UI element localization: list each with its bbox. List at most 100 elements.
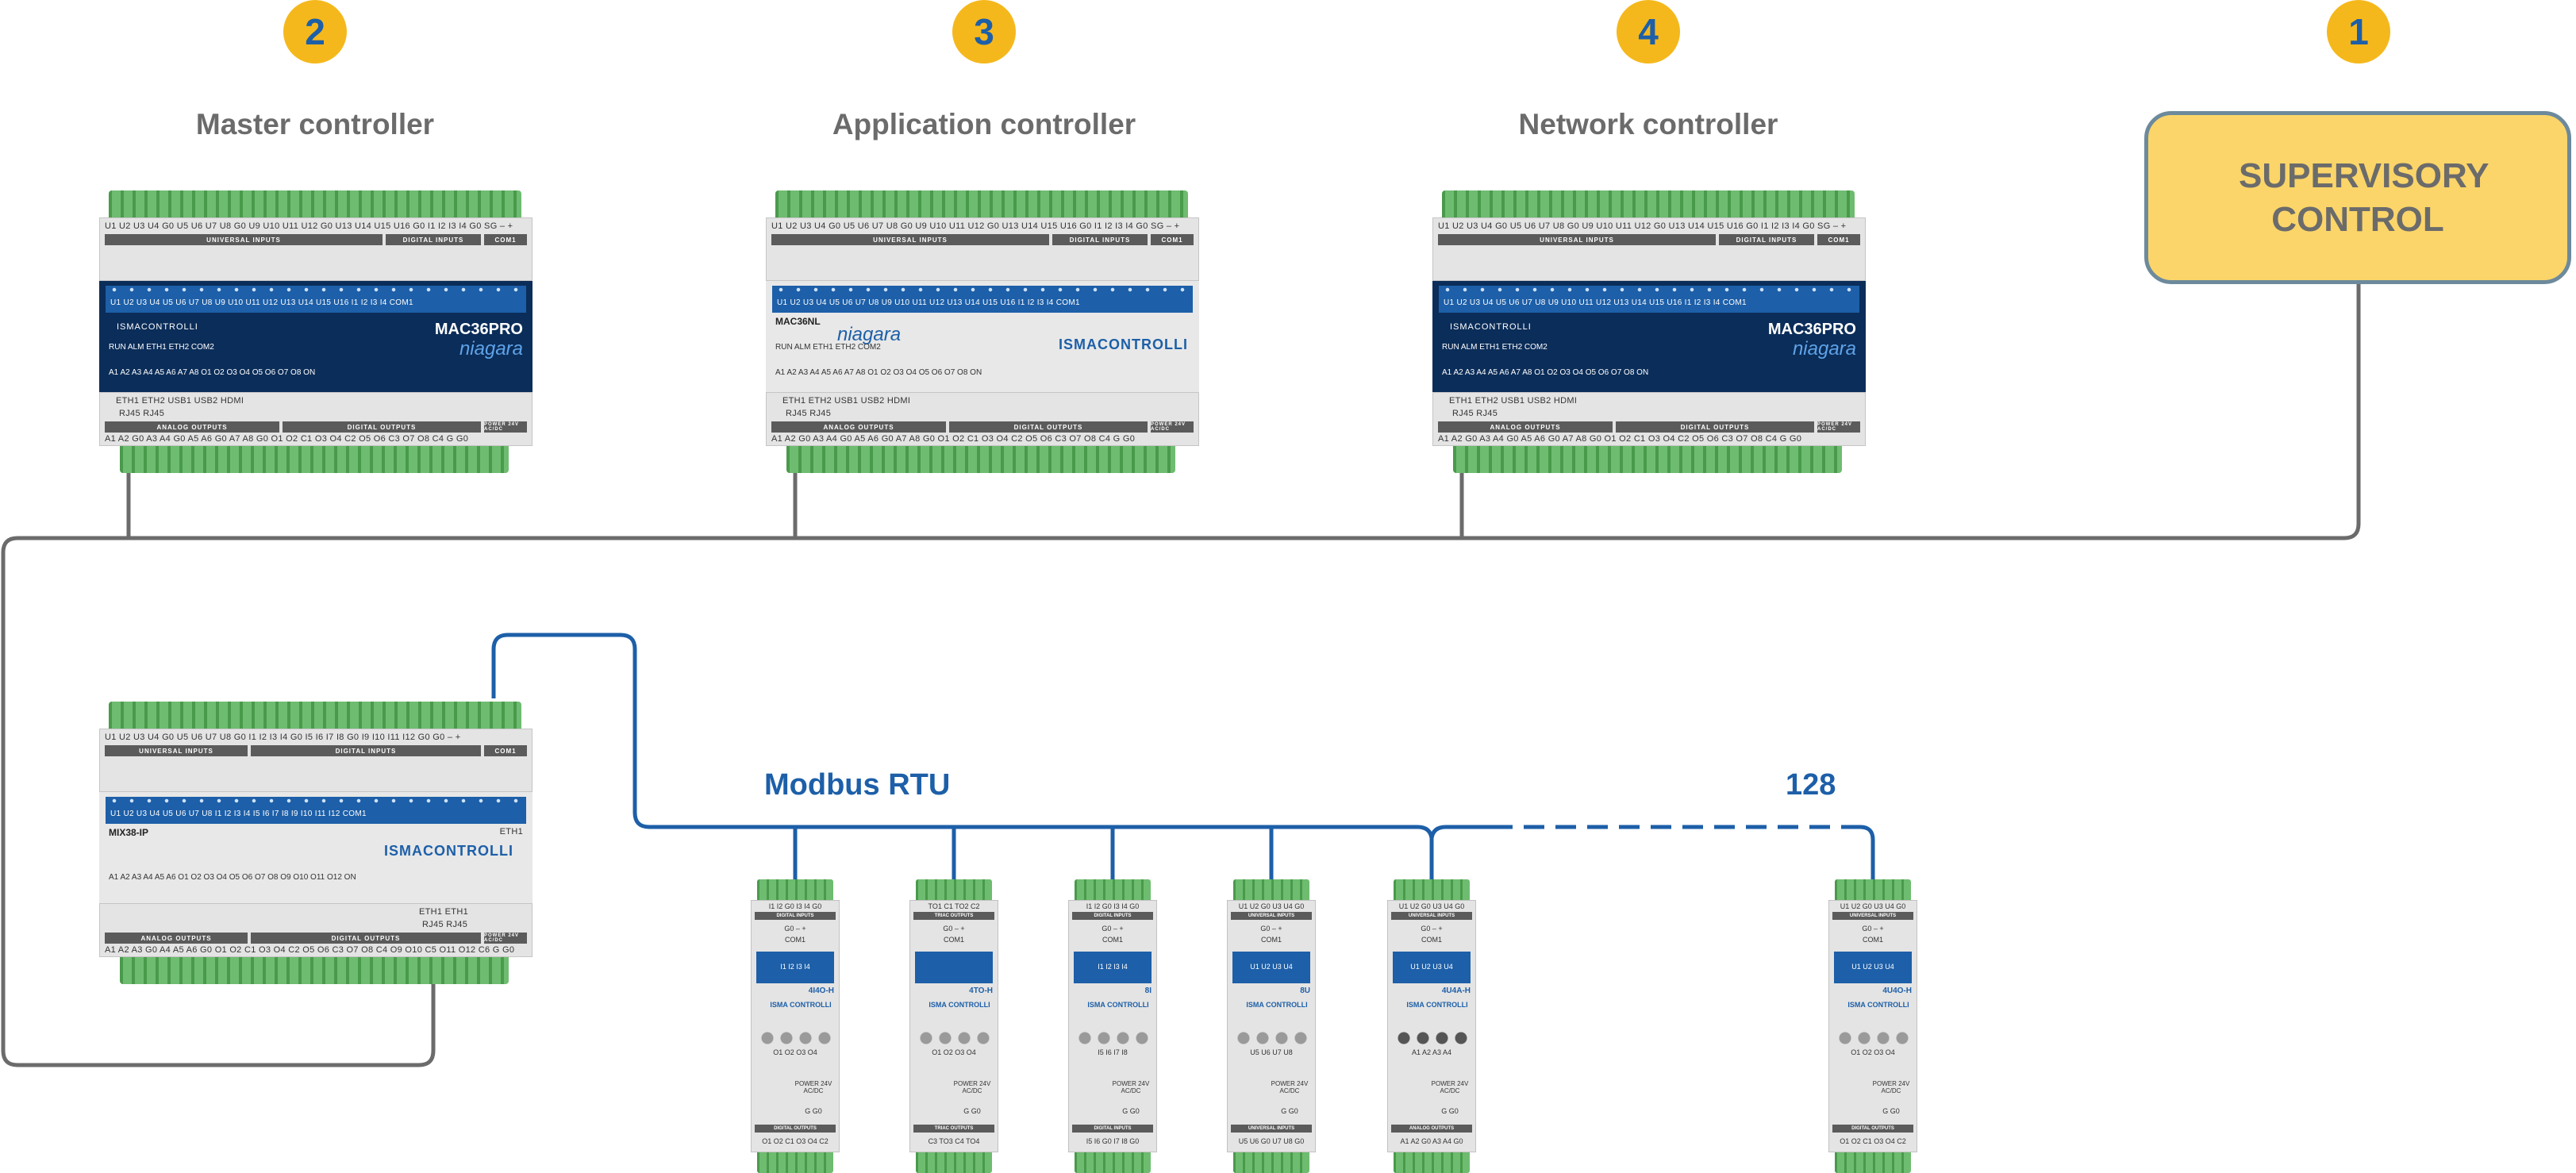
module-4u4a-h[interactable]: U1 U2 G0 U3 U4 G0 UNIVERSAL INPUTS G0 – … <box>1387 879 1476 1173</box>
power-label: POWER 24V AC/DC <box>953 1080 991 1094</box>
front-panel: U1 U2 U3 U4 U5 U6 U7 U8 I1 I2 I3 I4 I5 I… <box>99 792 533 903</box>
bottom-pins: A1 A2 G0 A3 A4 G0 A5 A6 G0 A7 A8 G0 O1 O… <box>771 434 1136 444</box>
top-panel: U1 U2 U3 U4 G0 U5 U6 U7 U8 G0 I1 I2 I3 I… <box>99 729 533 792</box>
com-label: COM1 <box>784 936 805 944</box>
front-panel: U1 U2 U3 U4 U5 U6 U7 U8 U9 U10 U11 U12 U… <box>99 281 533 392</box>
strip-labels: U1 U2 U3 U4 U5 U6 U7 U8 U9 U10 U11 U12 U… <box>110 298 413 307</box>
low-labels: U5 U6 U7 U8 <box>1250 1048 1293 1056</box>
bottom-terminals <box>1233 1152 1309 1173</box>
com-pins: G0 – + <box>1421 925 1443 933</box>
power-pins: G G0 <box>1281 1107 1298 1115</box>
face-labels: I1 I2 I3 I4 <box>780 963 810 971</box>
brand-logo: ISMA CONTROLLI <box>1406 1001 1468 1009</box>
input-led-strip: U1 U2 U3 U4 U5 U6 U7 U8 U9 U10 U11 U12 U… <box>1439 286 1859 313</box>
section-digital-inputs: DIGITAL INPUTS <box>386 234 481 245</box>
module-body: TO1 C1 TO2 C2 TRIAC OUTPUTS G0 – + COM1 … <box>909 900 998 1152</box>
module-4u4o-h[interactable]: U1 U2 G0 U3 U4 G0 UNIVERSAL INPUTS G0 – … <box>1828 879 1917 1173</box>
title-master: Master controller <box>195 108 435 140</box>
brand-logo: ISMA CONTROLLI <box>770 1001 832 1009</box>
master-controller[interactable]: U1 U2 U3 U4 G0 U5 U6 U7 U8 G0 U9 U10 U11… <box>99 187 533 473</box>
com-label: COM1 <box>943 936 964 944</box>
section-power: POWER 24V AC/DC <box>1817 421 1860 433</box>
top-pins: U1 U2 G0 U3 U4 G0 <box>1238 902 1305 910</box>
front-panel: U1 U2 U3 U4 U5 U6 U7 U8 U9 U10 U11 U12 U… <box>766 281 1199 392</box>
section-universal-inputs: UNIVERSAL INPUTS <box>105 234 383 245</box>
bottom-terminals <box>120 446 509 473</box>
module-name: 4TO-H <box>969 986 993 995</box>
low-labels: O1 O2 O3 O4 <box>1851 1048 1895 1056</box>
com-label: COM1 <box>1421 936 1442 944</box>
bottom-pins: A1 A2 A3 G0 A4 A5 A6 G0 O1 O2 C1 O3 O4 C… <box>105 945 515 955</box>
module-4to-h[interactable]: TO1 C1 TO2 C2 TRIAC OUTPUTS G0 – + COM1 … <box>909 879 998 1173</box>
com-pins: G0 – + <box>784 925 806 933</box>
modbus-bus <box>491 633 1875 887</box>
bottom-pins: O1 O2 C1 O3 O4 C2 <box>762 1137 829 1145</box>
top-terminals <box>1075 879 1151 900</box>
potentiometers <box>1394 1031 1469 1045</box>
power-label: POWER 24V AC/DC <box>1872 1080 1910 1094</box>
module-8u[interactable]: U1 U2 G0 U3 U4 G0 UNIVERSAL INPUTS G0 – … <box>1227 879 1316 1173</box>
input-led-strip: U1 U2 U3 U4 U5 U6 U7 U8 U9 U10 U11 U12 U… <box>772 286 1193 313</box>
bottom-terminals <box>1453 446 1842 473</box>
module-name: 4U4O-H <box>1882 986 1912 995</box>
brand-logo: ISMACONTROLLI <box>1059 337 1188 352</box>
modbus-trunk-end <box>1844 825 1875 887</box>
title-network: Network controller <box>1518 108 1778 140</box>
brand-logo: ISMA CONTROLLI <box>1246 1001 1308 1009</box>
bottom-pins: O1 O2 C1 O3 O4 C2 <box>1840 1137 1906 1145</box>
bottom-panel: ETH1 ETH2 USB1 USB2 HDMI RJ45 RJ45 ANALO… <box>99 392 533 446</box>
switches <box>1836 1031 1910 1045</box>
status-labels: RUN ALM ETH1 ETH2 COM2 <box>109 343 214 352</box>
top-terminals <box>775 190 1188 217</box>
bottom-terminals <box>757 1152 833 1173</box>
com-pins: G0 – + <box>1862 925 1884 933</box>
section-analog-outputs: ANALOG OUTPUTS <box>105 421 279 433</box>
input-led-strip: U1 U2 U3 U4 U5 U6 U7 U8 I1 I2 I3 I4 I5 I… <box>106 797 526 824</box>
bottom-pins: A1 A2 G0 A3 A4 G0 A5 A6 G0 A7 A8 G0 O1 O… <box>1438 434 1802 444</box>
application-controller[interactable]: U1 U2 U3 U4 G0 U5 U6 U7 U8 G0 U9 U10 U11… <box>766 187 1199 473</box>
brand-logo: ISMA CONTROLLI <box>929 1001 990 1009</box>
section-com1: COM1 <box>484 234 527 245</box>
top-terminals <box>916 879 992 900</box>
top-terminals <box>1442 190 1855 217</box>
network-controller[interactable]: U1 U2 U3 U4 G0 U5 U6 U7 U8 G0 U9 U10 U11… <box>1432 187 1866 473</box>
module-body: U1 U2 G0 U3 U4 G0 UNIVERSAL INPUTS G0 – … <box>1227 900 1316 1152</box>
bottom-pins: A1 A2 G0 A3 A4 G0 A5 A6 G0 A7 A8 G0 O1 O… <box>105 434 469 444</box>
bottom-section: ANALOG OUTPUTS <box>1391 1125 1472 1133</box>
mix38-ip-controller[interactable]: U1 U2 U3 U4 G0 U5 U6 U7 U8 G0 I1 I2 I3 I… <box>99 698 533 984</box>
bottom-section: DIGITAL OUTPUTS <box>1832 1125 1913 1133</box>
top-pins: I1 I2 G0 I3 I4 G0 <box>768 902 822 910</box>
low-labels: I5 I6 I7 I8 <box>1098 1048 1128 1056</box>
module-4i4o-h[interactable]: I1 I2 G0 I3 I4 G0 DIGITAL INPUTS G0 – + … <box>751 879 840 1173</box>
brand-logo: ISMACONTROLLI <box>384 843 513 859</box>
com-label: COM1 <box>1260 936 1282 944</box>
top-panel: U1 U2 U3 U4 G0 U5 U6 U7 U8 G0 U9 U10 U11… <box>766 217 1199 281</box>
front-panel: U1 U2 U3 U4 U5 U6 U7 U8 U9 U10 U11 U12 U… <box>1432 281 1866 392</box>
modbus-trunk <box>491 633 1492 839</box>
badge-supervisory: 1 <box>2327 0 2390 63</box>
top-section: DIGITAL INPUTS <box>1072 912 1153 920</box>
module-name: 8I <box>1144 986 1152 995</box>
top-terminals <box>1394 879 1470 900</box>
bottom-pins: A1 A2 G0 A3 A4 G0 <box>1400 1137 1463 1145</box>
status-labels: RUN ALM ETH1 ETH2 COM2 <box>1442 343 1548 352</box>
output-labels: A1 A2 A3 A4 A5 A6 A7 A8 O1 O2 O3 O4 O5 O… <box>1442 368 1649 377</box>
com-pins: G0 – + <box>1102 925 1124 933</box>
model-name: MAC36PRO <box>434 321 523 338</box>
module-8i[interactable]: I1 I2 G0 I3 I4 G0 DIGITAL INPUTS G0 – + … <box>1068 879 1157 1173</box>
bottom-terminals <box>786 446 1175 473</box>
strip-labels: U1 U2 U3 U4 U5 U6 U7 U8 U9 U10 U11 U12 U… <box>777 298 1080 307</box>
top-panel: U1 U2 U3 U4 G0 U5 U6 U7 U8 G0 U9 U10 U11… <box>1432 217 1866 281</box>
port-sub-labels: RJ45 RJ45 <box>119 409 165 418</box>
power-label: POWER 24V AC/DC <box>794 1080 832 1094</box>
niagara-logo: niagara <box>1792 338 1856 360</box>
port-sub-labels: RJ45 RJ45 <box>422 920 468 929</box>
top-pins: TO1 C1 TO2 C2 <box>928 902 980 910</box>
led-panel: U1 U2 U3 U4 <box>1834 952 1912 983</box>
supervisory-control[interactable]: SUPERVISORY CONTROL <box>2144 111 2571 284</box>
switches <box>758 1031 832 1045</box>
strip-labels: U1 U2 U3 U4 U5 U6 U7 U8 I1 I2 I3 I4 I5 I… <box>110 810 367 818</box>
top-pins: U1 U2 U3 U4 G0 U5 U6 U7 U8 G0 U9 U10 U11… <box>771 221 1180 231</box>
module-body: I1 I2 G0 I3 I4 G0 DIGITAL INPUTS G0 – + … <box>1068 900 1157 1152</box>
com-label: COM1 <box>1102 936 1123 944</box>
